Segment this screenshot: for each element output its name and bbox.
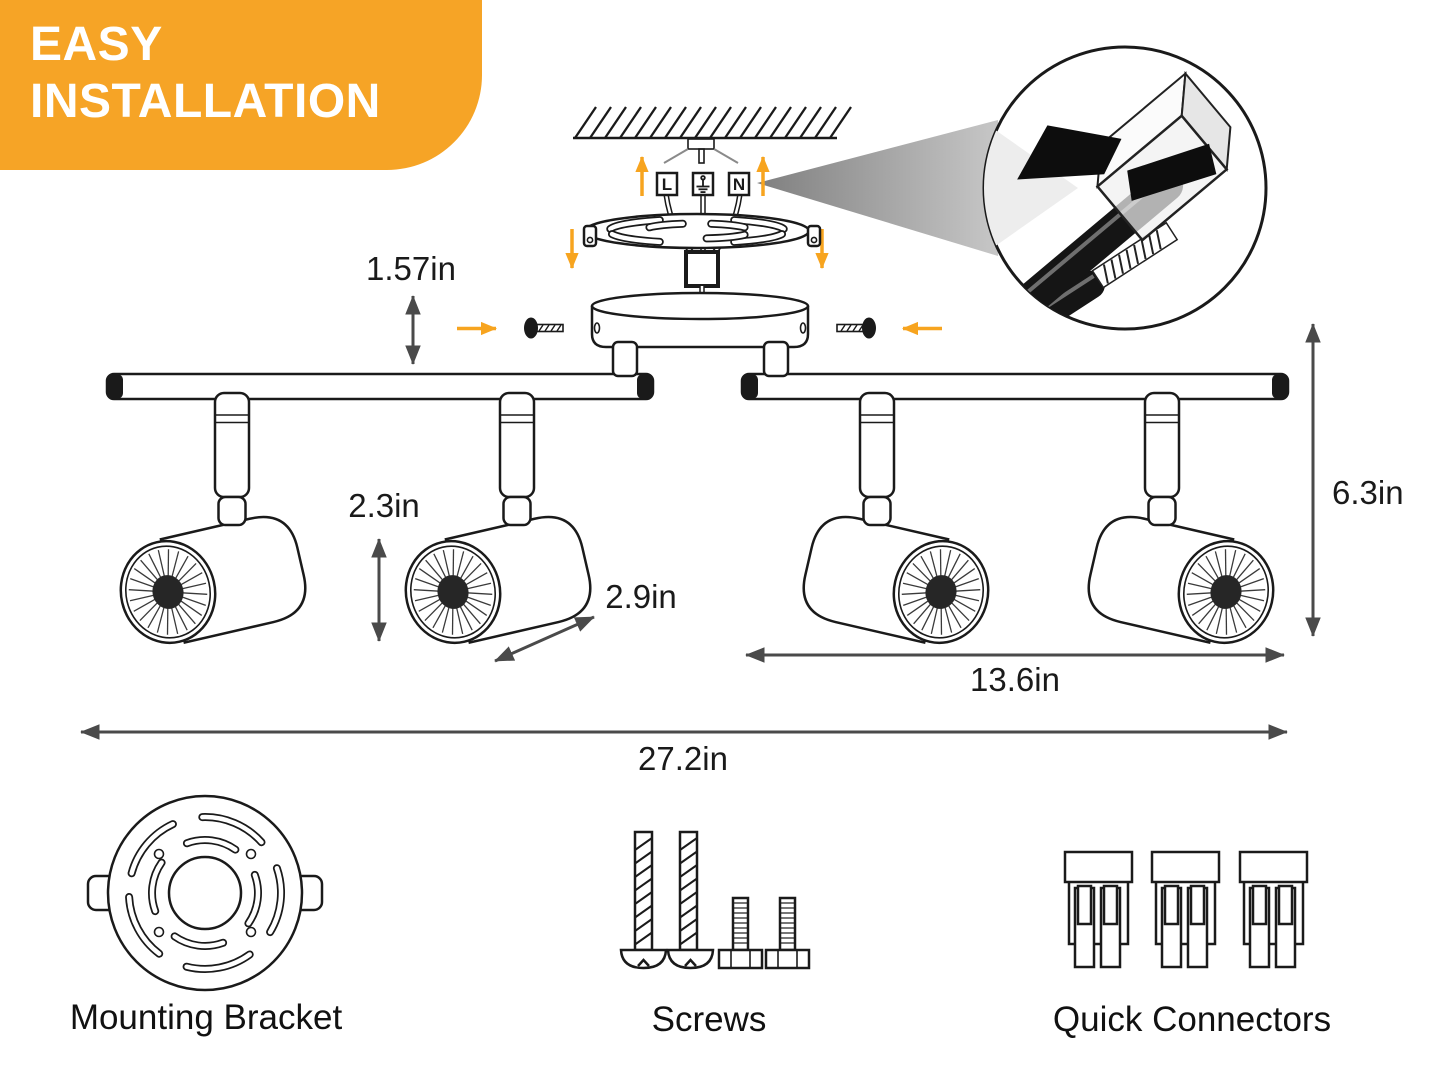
canopy-stem-right (762, 340, 790, 378)
easy-installation-badge: EASY INSTALLATION (0, 0, 482, 170)
spotlight-stem-4 (1143, 391, 1181, 527)
spotlight-head-1 (109, 508, 314, 656)
bolt-1 (717, 896, 764, 970)
bolt-2 (764, 896, 811, 970)
spotlight-head-3 (795, 508, 1000, 656)
dimension-head-height: 2.3in (348, 487, 420, 642)
badge-line1: EASY (30, 18, 163, 71)
mounting-bracket-part (86, 794, 324, 992)
live-terminal-label: L (662, 175, 672, 194)
quick-connectors-part (1063, 850, 1309, 969)
canopy-screw-left (524, 317, 564, 339)
canopy-stem-left (611, 340, 639, 378)
quick-connector-2 (1150, 850, 1221, 969)
track-bar-left (105, 372, 655, 401)
svg-text:1.57in: 1.57in (366, 250, 456, 287)
quick-connector-3 (1238, 850, 1309, 969)
screws-label: Screws (652, 1000, 767, 1039)
dimension-total-length: 27.2in (80, 724, 1288, 777)
spotlight-stem-3 (858, 391, 896, 527)
neutral-terminal-label: N (733, 175, 745, 194)
magnifier-cone (757, 120, 998, 256)
long-screw-1 (619, 830, 668, 970)
spotlight-stem-2 (498, 391, 536, 527)
svg-text:13.6in: 13.6in (970, 661, 1060, 698)
badge-line2: INSTALLATION (30, 75, 381, 128)
ground-icon (696, 175, 710, 194)
dimension-bar-length: 13.6in (745, 647, 1285, 698)
dimension-fixture-height: 6.3in (1305, 323, 1404, 637)
svg-text:27.2in: 27.2in (638, 740, 728, 777)
spotlight-head-4 (1080, 508, 1285, 656)
track-bar-right (740, 372, 1290, 401)
quick-connectors-label: Quick Connectors (1053, 1000, 1331, 1039)
dimension-canopy-height: 1.57in (366, 250, 456, 365)
dimension-head-length: 2.9in (494, 578, 677, 663)
canopy (590, 291, 810, 349)
quick-connector-1 (1063, 850, 1134, 969)
screws-part (619, 830, 811, 970)
spotlight-stem-1 (213, 391, 251, 527)
spotlight-head-2 (394, 508, 599, 656)
svg-text:2.3in: 2.3in (348, 487, 420, 524)
ceiling-icon (573, 106, 852, 164)
svg-text:2.9in: 2.9in (605, 578, 677, 615)
long-screw-2 (666, 830, 715, 970)
canopy-screw-right (836, 317, 876, 339)
svg-text:6.3in: 6.3in (1332, 474, 1404, 511)
mounting-bracket-exploded (582, 212, 822, 250)
magnifier-callout (757, 45, 1268, 331)
mounting-bracket-label: Mounting Bracket (70, 998, 343, 1037)
install-direction-arrows (457, 155, 942, 336)
junction-box (684, 250, 720, 306)
